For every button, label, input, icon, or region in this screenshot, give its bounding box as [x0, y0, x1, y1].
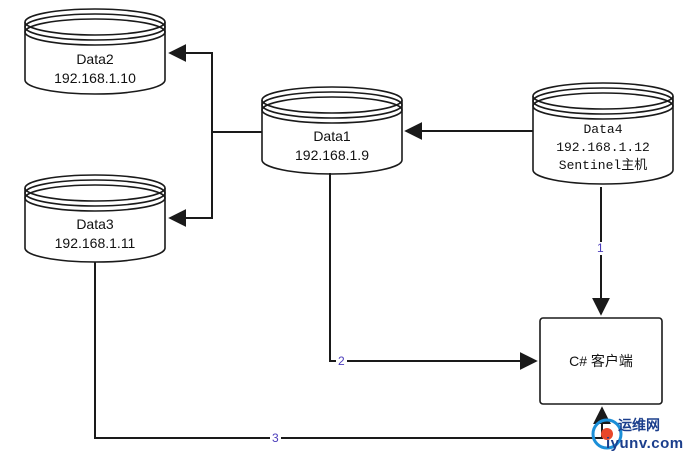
client-label: C# 客户端	[569, 353, 633, 369]
data3-ip: 192.168.1.11	[54, 235, 136, 251]
data2-ip: 192.168.1.10	[54, 70, 136, 86]
edge-data3-client	[94, 262, 611, 439]
data3-label: Data3 192.168.1.11	[30, 215, 160, 253]
edge-label-3: 3	[270, 431, 281, 445]
watermark-logo	[591, 418, 623, 450]
data3-cylinder	[24, 174, 166, 263]
data4-cylinder	[532, 82, 674, 185]
edge-data1-data3	[168, 132, 213, 227]
data1-label: Data1 192.168.1.9	[267, 127, 397, 165]
data1-name: Data1	[313, 128, 351, 144]
data1-ip: 192.168.1.9	[295, 147, 369, 163]
watermark-en: iyunv.com	[606, 435, 684, 452]
data3-name: Data3	[76, 216, 114, 232]
client-box	[539, 317, 663, 405]
watermark: 运维网 iyunv.com	[586, 413, 692, 459]
data4-label: Data4 192.168.1.12 Sentinel主机	[538, 121, 668, 175]
edge-data1-data2	[168, 44, 262, 133]
edge-data1-client	[329, 173, 538, 370]
data4-role: Sentinel主机	[558, 158, 648, 173]
watermark-cn: 运维网	[618, 417, 660, 433]
data4-ip: 192.168.1.12	[556, 140, 650, 155]
data2-name: Data2	[76, 51, 114, 67]
data2-cylinder	[24, 8, 166, 95]
data4-name: Data4	[583, 122, 623, 137]
data1-cylinder	[261, 86, 403, 175]
edge-label-2: 2	[336, 354, 347, 368]
edge-label-1: 1	[595, 241, 606, 255]
data2-label: Data2 192.168.1.10	[30, 50, 160, 88]
